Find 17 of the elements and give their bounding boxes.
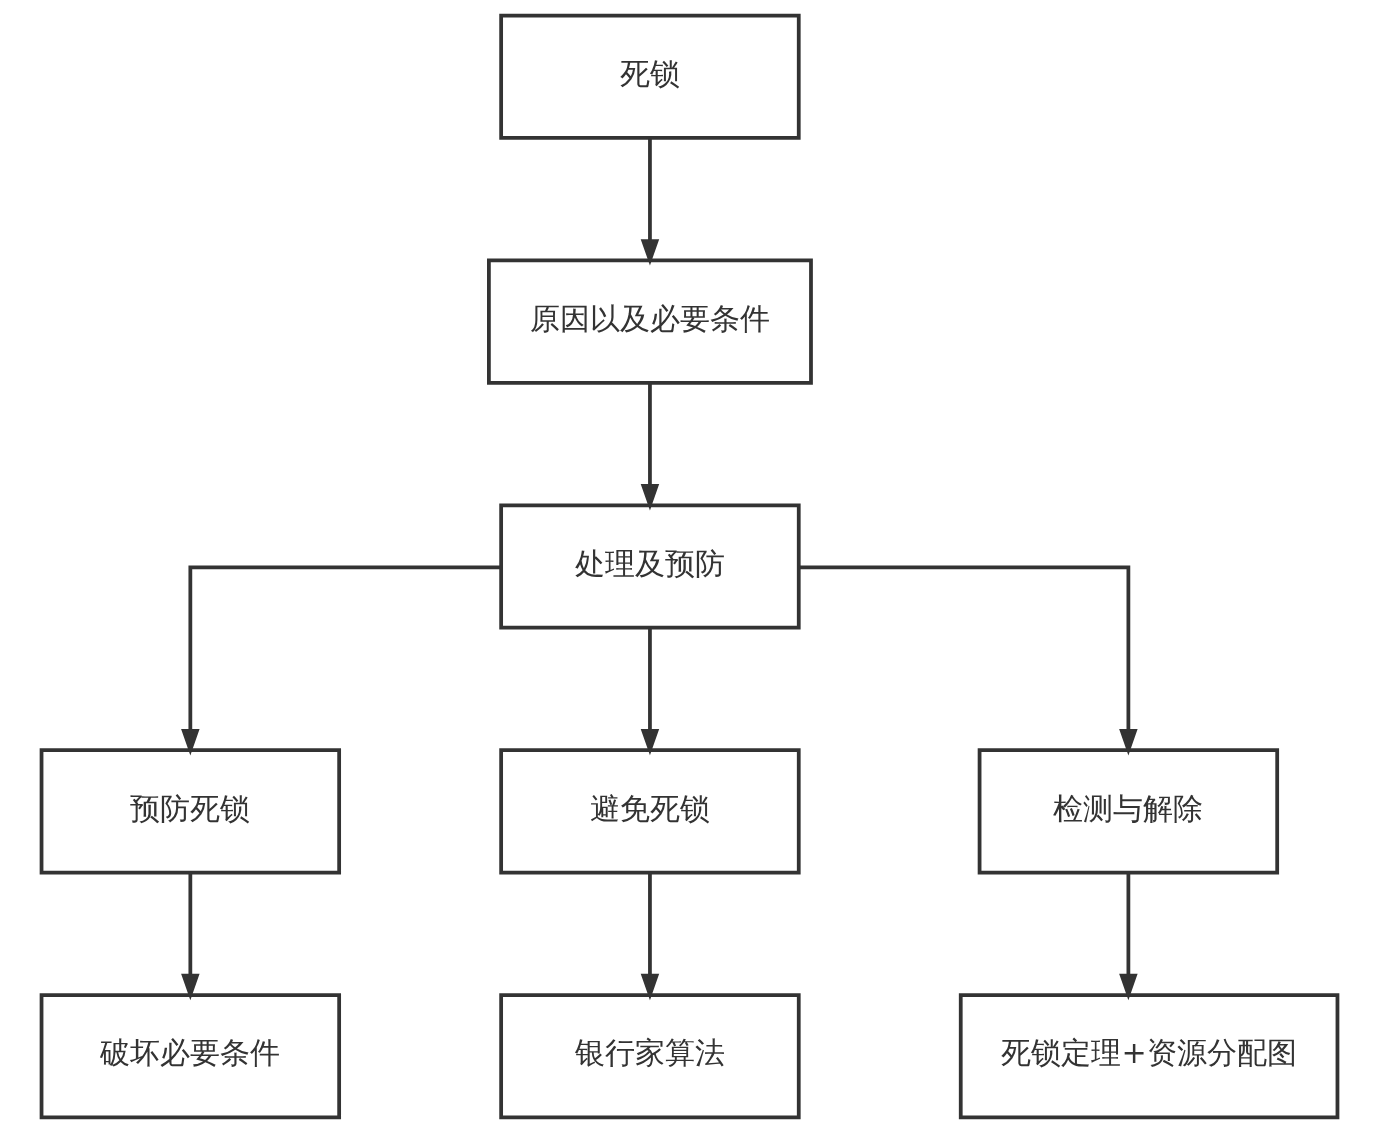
arrow — [181, 873, 200, 1001]
node-box: 避免死锁 — [499, 748, 801, 875]
arrow — [640, 383, 660, 511]
node-box: 破坏必要条件 — [39, 993, 342, 1120]
node-box: 死锁 — [499, 13, 801, 140]
arrow — [640, 628, 660, 756]
node-box: 原因以及必要条件 — [487, 258, 813, 385]
arrow — [799, 565, 1138, 756]
node-box: 死锁定理+资源分配图 — [958, 993, 1340, 1120]
node-box: 处理及预防 — [499, 503, 801, 630]
arrow — [640, 138, 660, 266]
node-box: 预防死锁 — [39, 748, 342, 875]
node-box: 检测与解除 — [977, 748, 1280, 875]
arrow — [181, 565, 501, 756]
arrow — [1119, 873, 1138, 1001]
arrow — [640, 873, 660, 1001]
node-box: 银行家算法 — [499, 993, 801, 1120]
